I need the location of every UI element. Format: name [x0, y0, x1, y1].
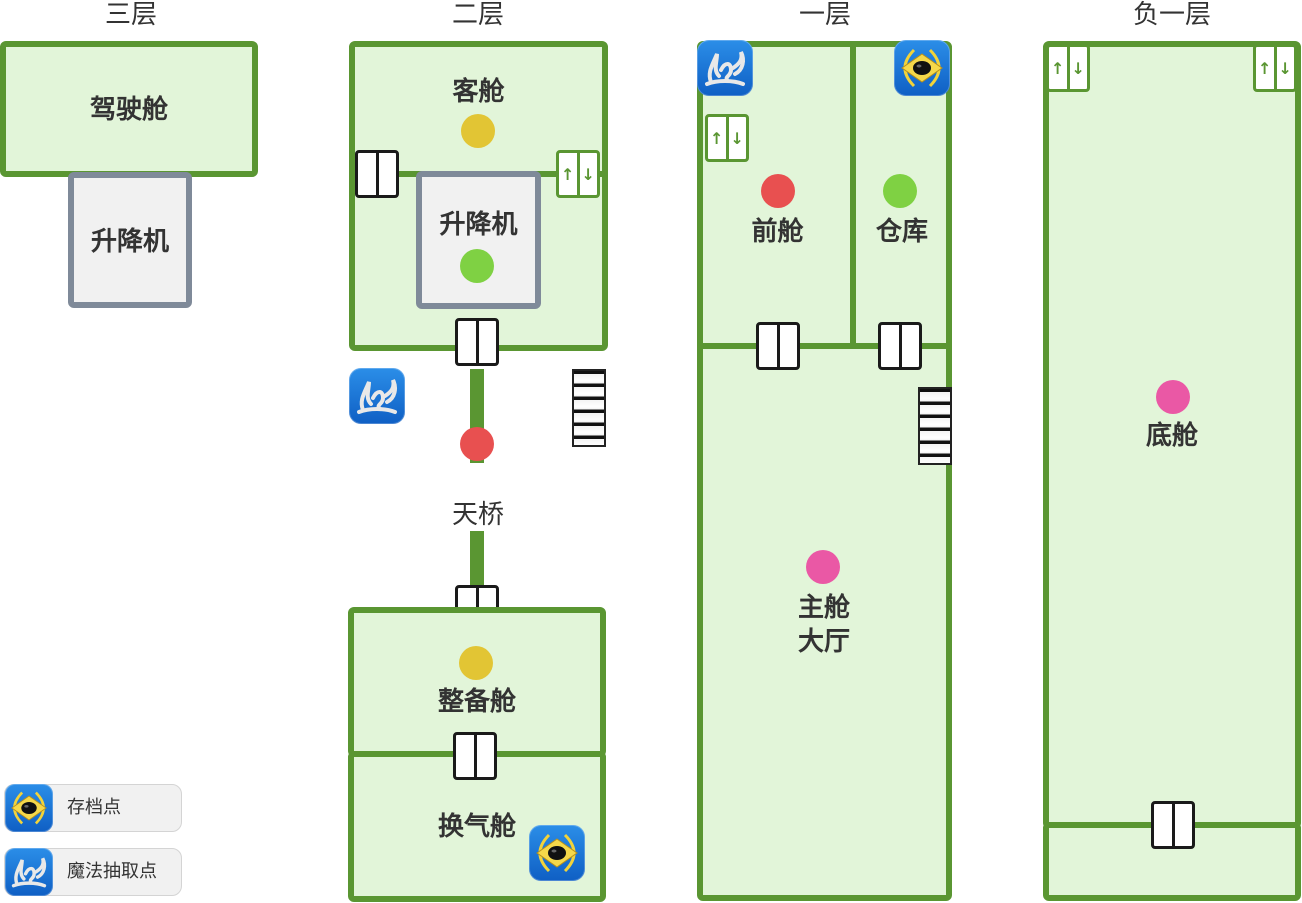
- stairs-icon[interactable]: [918, 387, 952, 465]
- room-main-hall[interactable]: [697, 41, 952, 901]
- elevator-door[interactable]: ↑ ↓: [556, 150, 600, 198]
- bridge-label: 天桥: [451, 500, 504, 530]
- arrow-up-icon: ↑: [561, 164, 575, 184]
- room-label: 客舱: [452, 77, 505, 107]
- room-label: 换气舱: [437, 812, 516, 842]
- door[interactable]: [1151, 801, 1195, 849]
- elevator-door[interactable]: ↑ ↓: [1046, 44, 1090, 92]
- arrow-up-icon: ↑: [1258, 58, 1272, 78]
- room-label: 底舱: [1145, 421, 1198, 451]
- marker-pink[interactable]: [1156, 380, 1190, 414]
- legend-label: 魔法抽取点: [67, 861, 157, 882]
- arrow-down-icon: ↓: [1273, 47, 1295, 89]
- room-lift[interactable]: [68, 172, 192, 308]
- arrow-down-icon: ↓: [576, 153, 598, 195]
- bridge-corridor: [470, 531, 484, 585]
- room-lift[interactable]: [416, 171, 541, 309]
- wall-divider: [700, 343, 949, 349]
- marker-yellow[interactable]: [461, 114, 495, 148]
- elevator-door[interactable]: ↑ ↓: [705, 114, 749, 162]
- stairs-icon[interactable]: [572, 369, 606, 447]
- legend-item-magic-draw-point: 魔法抽取点: [4, 848, 182, 896]
- save-point-icon[interactable]: [894, 40, 950, 96]
- room-label: 整备舱: [437, 687, 516, 717]
- door[interactable]: [878, 322, 922, 370]
- save-point-icon: [5, 784, 53, 832]
- door[interactable]: [455, 318, 499, 366]
- floor-title: 三层: [104, 0, 157, 30]
- room-label: 升降机: [90, 227, 169, 257]
- wall-divider: [850, 44, 856, 347]
- marker-yellow[interactable]: [459, 646, 493, 680]
- save-point-icon[interactable]: [529, 825, 585, 881]
- door[interactable]: [756, 322, 800, 370]
- floor-title: 一层: [798, 0, 851, 30]
- magic-draw-point-icon[interactable]: [349, 368, 405, 424]
- legend-label: 存档点: [67, 797, 121, 818]
- marker-pink[interactable]: [806, 550, 840, 584]
- room-label-line2: 大厅: [797, 627, 850, 657]
- magic-draw-point-icon: [5, 848, 53, 896]
- arrow-down-icon: ↓: [1066, 47, 1088, 89]
- room-label: 驾驶舱: [89, 95, 168, 125]
- room-cockpit[interactable]: [0, 41, 258, 177]
- marker-green[interactable]: [883, 174, 917, 208]
- room-label: 升降机: [439, 210, 518, 240]
- floor-title: 负一层: [1132, 0, 1211, 30]
- arrow-down-icon: ↓: [725, 117, 747, 159]
- marker-red[interactable]: [460, 427, 494, 461]
- arrow-up-icon: ↑: [710, 128, 724, 148]
- arrow-up-icon: ↑: [1051, 58, 1065, 78]
- room-label: 仓库: [875, 217, 928, 247]
- room-label: 前舱: [751, 217, 804, 247]
- marker-red[interactable]: [761, 174, 795, 208]
- floor-title: 二层: [451, 0, 504, 30]
- magic-draw-point-icon[interactable]: [697, 40, 753, 96]
- legend-item-save-point: 存档点: [4, 784, 182, 832]
- elevator-door[interactable]: ↑ ↓: [1253, 44, 1297, 92]
- door[interactable]: [453, 732, 497, 780]
- room-label-line1: 主舱: [797, 593, 850, 623]
- marker-green[interactable]: [460, 249, 494, 283]
- door[interactable]: [355, 150, 399, 198]
